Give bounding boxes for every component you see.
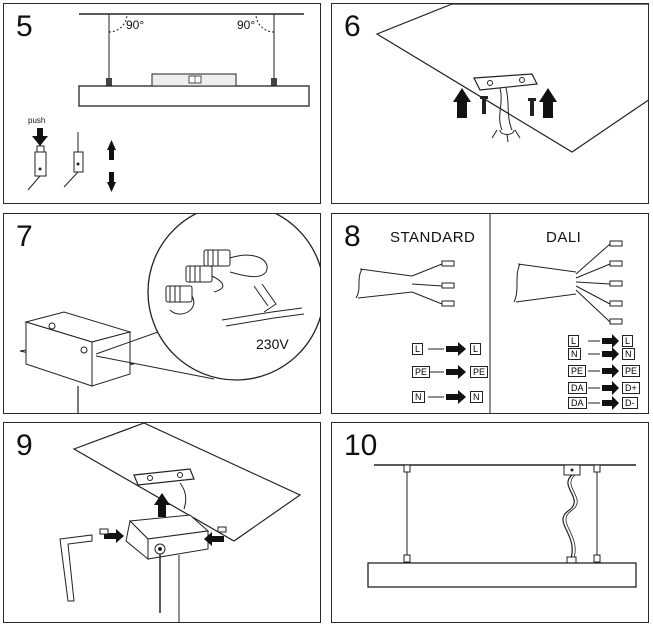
- arrow-right-icon: [204, 532, 224, 546]
- arrow-right-icon: [446, 390, 466, 404]
- screw-icon: [217, 526, 227, 533]
- arrow-up-icon: [539, 88, 557, 118]
- screw-icon: [480, 96, 488, 114]
- wire-tag-to: N: [622, 348, 635, 360]
- wire-tag-to: PE: [622, 365, 641, 377]
- arrow-right-icon: [104, 529, 124, 543]
- standard-title: STANDARD: [390, 229, 476, 246]
- screw-icon: [528, 98, 536, 116]
- step-9-illustration: [59, 423, 302, 622]
- step-number: 6: [344, 10, 361, 43]
- screw-icon: [99, 528, 109, 535]
- step-number: 9: [16, 429, 33, 462]
- arrow-right-icon: [602, 381, 619, 395]
- angle-label-right: 90°: [237, 18, 256, 32]
- step-7-illustration: [19, 214, 320, 413]
- step-number: 8: [344, 220, 361, 253]
- wire-tag-to: D+: [622, 382, 640, 394]
- arrow-down-icon: [32, 128, 48, 146]
- arrow-right-icon: [446, 342, 466, 356]
- step-10-panel: 10: [331, 422, 649, 623]
- arrow-right-icon: [602, 396, 619, 410]
- step-5-panel: 5: [3, 3, 321, 204]
- angle-label-left: 90°: [126, 18, 145, 32]
- step-8-panel: 8 STANDARD DALI: [331, 213, 649, 414]
- wire-tag-to: L: [470, 343, 482, 355]
- wire-tag-to: D-: [622, 397, 638, 409]
- arrow-right-icon: [602, 364, 619, 378]
- arrow-right-icon: [602, 334, 619, 348]
- dali-title: DALI: [546, 229, 582, 246]
- push-label: push: [28, 116, 46, 125]
- step-7-panel: 7 230V: [3, 213, 321, 414]
- step-number: 10: [344, 429, 378, 462]
- allen-key-icon: [59, 534, 93, 602]
- wire-tag-from: L: [412, 343, 424, 355]
- wire-tag-from: DA: [568, 382, 587, 394]
- wire-tag-to: PE: [470, 366, 489, 378]
- wire-tag-from: N: [568, 348, 581, 360]
- arrow-down-icon: [107, 172, 116, 192]
- arrow-up-icon: [154, 493, 170, 517]
- wire-tag-to: N: [470, 391, 483, 403]
- wire-tag-from: N: [412, 391, 425, 403]
- step-number: 5: [16, 10, 33, 43]
- step-6-panel: 6: [331, 3, 649, 204]
- step-number: 7: [16, 220, 33, 253]
- arrow-right-icon: [602, 347, 619, 361]
- wire-tag-to: L: [622, 335, 634, 347]
- step-6-illustration: [375, 4, 648, 153]
- wire-tag-from: PE: [568, 365, 587, 377]
- voltage-label: 230V: [256, 336, 289, 352]
- step-9-panel: 9: [3, 422, 321, 623]
- wire-tag-from: DA: [568, 397, 587, 409]
- spirit-level-icon: [151, 73, 237, 87]
- step-5-illustration: [27, 13, 310, 192]
- step-10-illustration: [367, 464, 637, 588]
- arrow-right-icon: [446, 365, 466, 379]
- wire-tag-from: PE: [412, 366, 431, 378]
- wire-tag-from: L: [568, 335, 580, 347]
- step-8-illustration: [355, 214, 623, 413]
- arrow-up-icon: [107, 140, 116, 160]
- arrow-up-icon: [453, 88, 471, 118]
